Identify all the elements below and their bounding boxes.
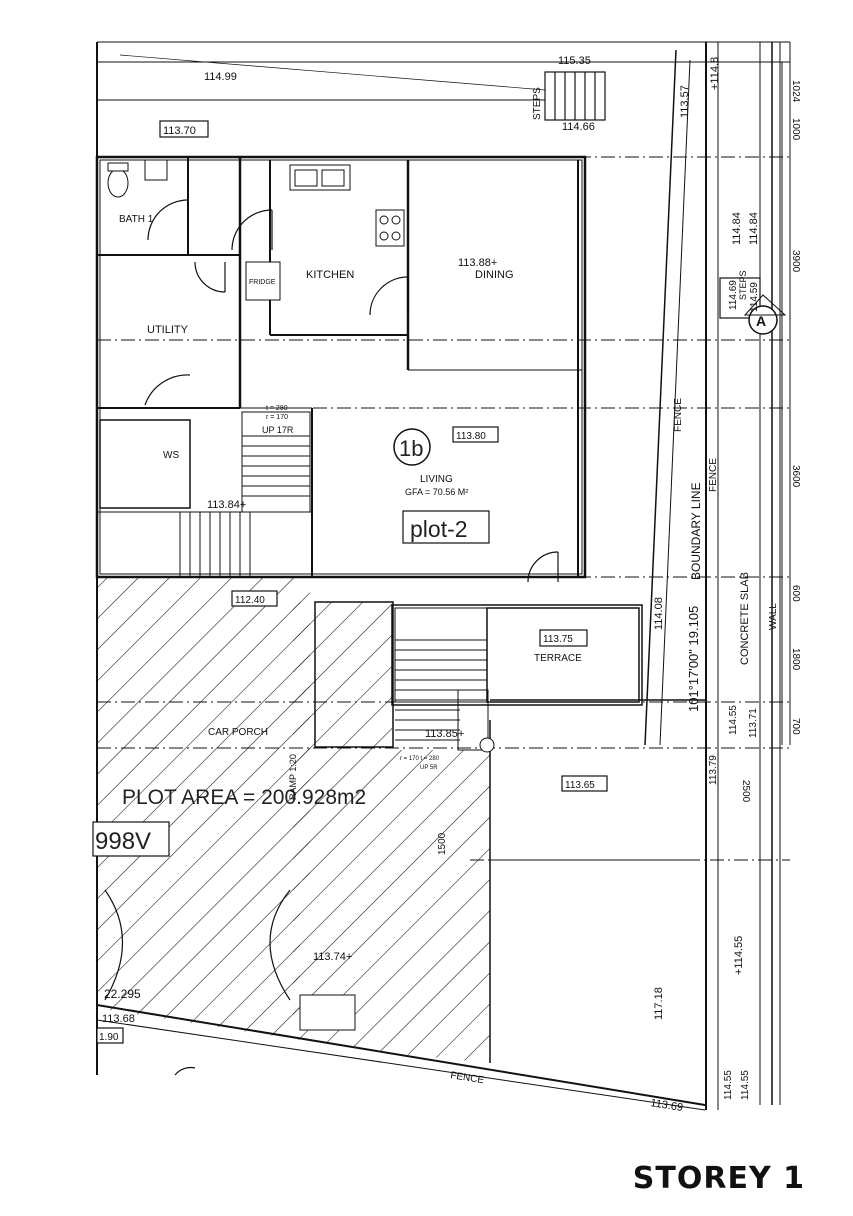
level-117-18: 117.18: [653, 987, 665, 1020]
dim-600: 600: [790, 585, 801, 602]
level-113-69: 113.69: [650, 1097, 684, 1114]
sheet-title: STOREY 1: [632, 1161, 805, 1196]
level-114-69: 114.69: [728, 280, 739, 310]
level-114-55-c: 114.55: [723, 1070, 734, 1100]
stair-up-note: UP 17R: [262, 425, 294, 435]
level-113-75: 113.75: [543, 634, 573, 645]
partial-code-box: [92, 821, 170, 857]
label-steps-right: STEPS: [738, 270, 748, 300]
dist-22-295: 22.295: [104, 987, 141, 1001]
dim-1800: 1800: [790, 648, 801, 671]
room-car-porch: CAR PORCH: [208, 727, 268, 738]
stairs-terrace: [395, 639, 495, 753]
dim-2500: 2500: [740, 780, 751, 803]
level-113-71: 113.71: [748, 708, 759, 738]
level-113-80: 113.80: [456, 431, 486, 442]
level-114-99: 114.99: [204, 71, 237, 83]
room-ws: WS: [163, 450, 179, 461]
unit-id: 1b: [399, 436, 423, 461]
dim-3900: 3900: [790, 250, 801, 273]
level-114-8: +114.8: [709, 57, 721, 90]
level-114-84-b: 114.84: [748, 212, 760, 245]
level-113-68: 113.68: [102, 1013, 135, 1025]
hatched-paving: [97, 577, 490, 1063]
doors: [104, 199, 559, 1076]
level-114-55-a: 114.55: [728, 705, 739, 735]
plot-label-box: [402, 510, 490, 544]
level-114-66: 114.66: [562, 121, 595, 133]
level-box-113-70: [159, 120, 209, 138]
level-box-113-65: [561, 775, 608, 792]
plot-label: plot-2: [410, 516, 468, 542]
label-fence-bottom: FENCE: [450, 1070, 486, 1086]
room-gfa: GFA = 70.56 M²: [405, 487, 468, 497]
label-wall: WALL: [768, 603, 779, 630]
label-boundary: BOUNDARY LINE: [689, 482, 703, 580]
room-dining: DINING: [475, 269, 514, 281]
bearing-text: 101°17'00" 19.105: [686, 606, 701, 712]
level-113-84: 113.84+: [207, 499, 246, 511]
level-114-59: 114.59: [749, 282, 760, 312]
label-concrete: CONCRETE SLAB: [739, 572, 751, 665]
section-marker-a: A: [743, 294, 787, 335]
label-fence-mid: FENCE: [708, 458, 719, 492]
unit-circle: [393, 428, 431, 466]
level-114-08: 114.08: [653, 597, 665, 630]
dim-1000: 1000: [790, 118, 801, 141]
room-kitchen: KITCHEN: [306, 269, 354, 281]
level-113-70: 113.70: [163, 125, 196, 137]
ramp-length: 1500: [437, 832, 448, 855]
level-114-55-d: 114.55: [740, 1070, 751, 1100]
level-box-1-90: [96, 1027, 124, 1044]
room-bath: BATH 1: [119, 214, 154, 225]
stair-t-note: t = 280: [266, 405, 288, 412]
level-box-113-75: [539, 629, 588, 647]
dim-3600: 3600: [790, 465, 801, 488]
room-utility: UTILITY: [147, 324, 189, 336]
partial-code: 998V: [95, 828, 151, 855]
level-box-113-80: [452, 426, 499, 443]
room-terrace: TERRACE: [534, 653, 582, 664]
level-113-74: 113.74+: [313, 951, 352, 963]
stair2-up-note: UP 5R: [420, 765, 438, 771]
label-steps-top: STEPS: [532, 87, 543, 120]
level-113-79: 113.79: [708, 755, 719, 785]
stairs-internal: [179, 411, 311, 577]
stair2-rt-note: r = 170 t = 280: [400, 756, 440, 762]
room-fridge: FRIDGE: [249, 279, 276, 286]
plot-area: PLOT AREA = 200.928m2: [122, 786, 366, 809]
label-fence-upper: FENCE: [673, 398, 684, 432]
level-112-40: 112.40: [235, 595, 265, 606]
level-113-65: 113.65: [565, 780, 595, 791]
room-living: LIVING: [420, 474, 453, 485]
level-114-84-a: 114.84: [731, 212, 743, 245]
level-113-88: 113.88+: [458, 257, 497, 269]
stairs-external: [544, 71, 761, 319]
level-114-55-b: +114.55: [733, 936, 745, 975]
small-value-1-90: 1.90: [99, 1032, 119, 1043]
level-113-57: 113.57: [679, 85, 691, 118]
stair-r-note: r = 170: [266, 414, 288, 421]
section-marker-label: A: [756, 313, 766, 329]
level-115-35: 115.35: [558, 55, 591, 67]
site-lines: [96, 41, 791, 1111]
ramp-note: RAMP 1:20: [288, 754, 298, 800]
fixtures: [107, 159, 405, 1031]
dim-700: 700: [790, 718, 801, 735]
level-113-85: 113.85+: [425, 728, 464, 740]
dim-1024: 1024: [790, 80, 801, 103]
level-box-112-40: [231, 590, 278, 607]
